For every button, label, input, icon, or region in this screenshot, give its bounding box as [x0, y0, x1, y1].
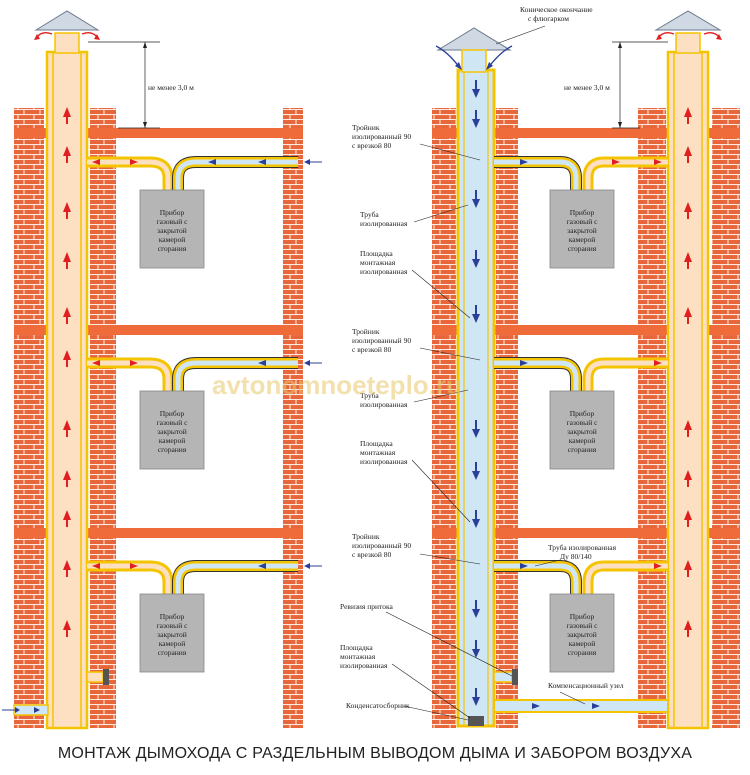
caption: МОНТАЖ ДЫМОХОДА С РАЗДЕЛЬНЫМ ВЫВОДОМ ДЫМ…	[58, 745, 692, 762]
watermark: avtonomnoeteplo.ru	[212, 370, 462, 400]
left-diagram: не менее 3,0 м	[2, 10, 322, 730]
right-conical-top-icon	[436, 27, 512, 51]
left-connector-2	[87, 357, 322, 391]
left-wall-inner-left	[14, 108, 44, 728]
right-air-arrows	[472, 80, 480, 706]
left-smoke-arrows	[63, 107, 71, 637]
right-wall-air-shaft-left	[432, 108, 456, 728]
left-slab-1	[14, 128, 303, 138]
label-condensate-collector: Конденсатосборник	[346, 701, 410, 710]
right-slab-2	[432, 325, 740, 335]
left-condensate-tap	[86, 671, 104, 683]
right-slab-3	[432, 528, 740, 538]
left-connector-3	[87, 560, 322, 594]
right-cap-collar	[675, 32, 701, 54]
label-compensation-node: Компенсационный узел	[548, 681, 624, 690]
right-height-note: не менее 3,0 м	[564, 83, 610, 92]
left-cap-collar	[54, 32, 80, 54]
left-height-note: не менее 3,0 м	[148, 83, 194, 92]
left-cap-cone-icon	[34, 10, 100, 31]
right-connector-1	[494, 156, 668, 190]
left-wall-outer	[283, 108, 303, 728]
left-slab-3	[14, 528, 303, 538]
right-connector-3	[494, 560, 668, 594]
right-connector-2	[494, 357, 668, 391]
left-connector-1	[87, 156, 322, 190]
left-wall-inner-right	[90, 108, 116, 728]
right-diagram: не менее 3,0 м	[432, 10, 740, 730]
right-wall-middle	[496, 108, 518, 728]
right-wall-flue-right	[712, 108, 740, 728]
left-slab-2	[14, 325, 303, 335]
right-inflow-revision	[493, 671, 513, 683]
right-cap-cone-icon	[654, 10, 722, 31]
right-condensate-collector	[468, 716, 484, 726]
right-wall-flue-left	[638, 108, 666, 728]
right-slab-1	[432, 128, 740, 138]
right-bottom-link	[493, 699, 669, 713]
label-inflow-revision: Ревизия притока	[340, 602, 393, 611]
right-smoke-arrows	[684, 107, 692, 637]
